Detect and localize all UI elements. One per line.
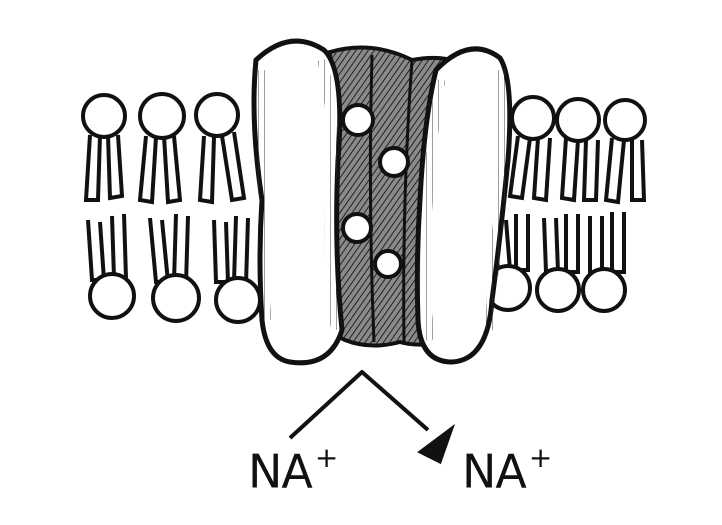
ion-name: NA [248, 444, 313, 499]
ion [341, 212, 373, 244]
right-subunit [414, 46, 513, 365]
ion [378, 146, 410, 178]
ion [341, 103, 375, 137]
ion [373, 249, 403, 279]
phospholipid [581, 212, 627, 313]
phospholipid [194, 92, 247, 205]
phospholipid [555, 97, 601, 203]
sodium-label-left: NA+ [248, 444, 338, 495]
right-phospholipids-top [507, 95, 647, 205]
phospholipid [148, 213, 201, 323]
ions [341, 103, 410, 279]
ion-charge: + [528, 441, 552, 474]
phospholipid [507, 95, 556, 203]
phospholipid [603, 98, 647, 205]
curved-arrow-icon [288, 370, 456, 465]
ion-name: NA [462, 444, 527, 499]
phospholipid [212, 215, 262, 324]
phospholipid [137, 92, 186, 205]
phospholipid [535, 214, 581, 313]
right-phospholipids-bottom [484, 212, 627, 313]
ion-channel [251, 38, 513, 366]
sodium-label-right: NA+ [462, 444, 552, 495]
left-phospholipids-top [81, 92, 247, 205]
phospholipid [86, 213, 136, 320]
left-phospholipids-bottom [86, 213, 262, 324]
phospholipid [81, 93, 127, 202]
ion-charge: + [314, 441, 338, 474]
